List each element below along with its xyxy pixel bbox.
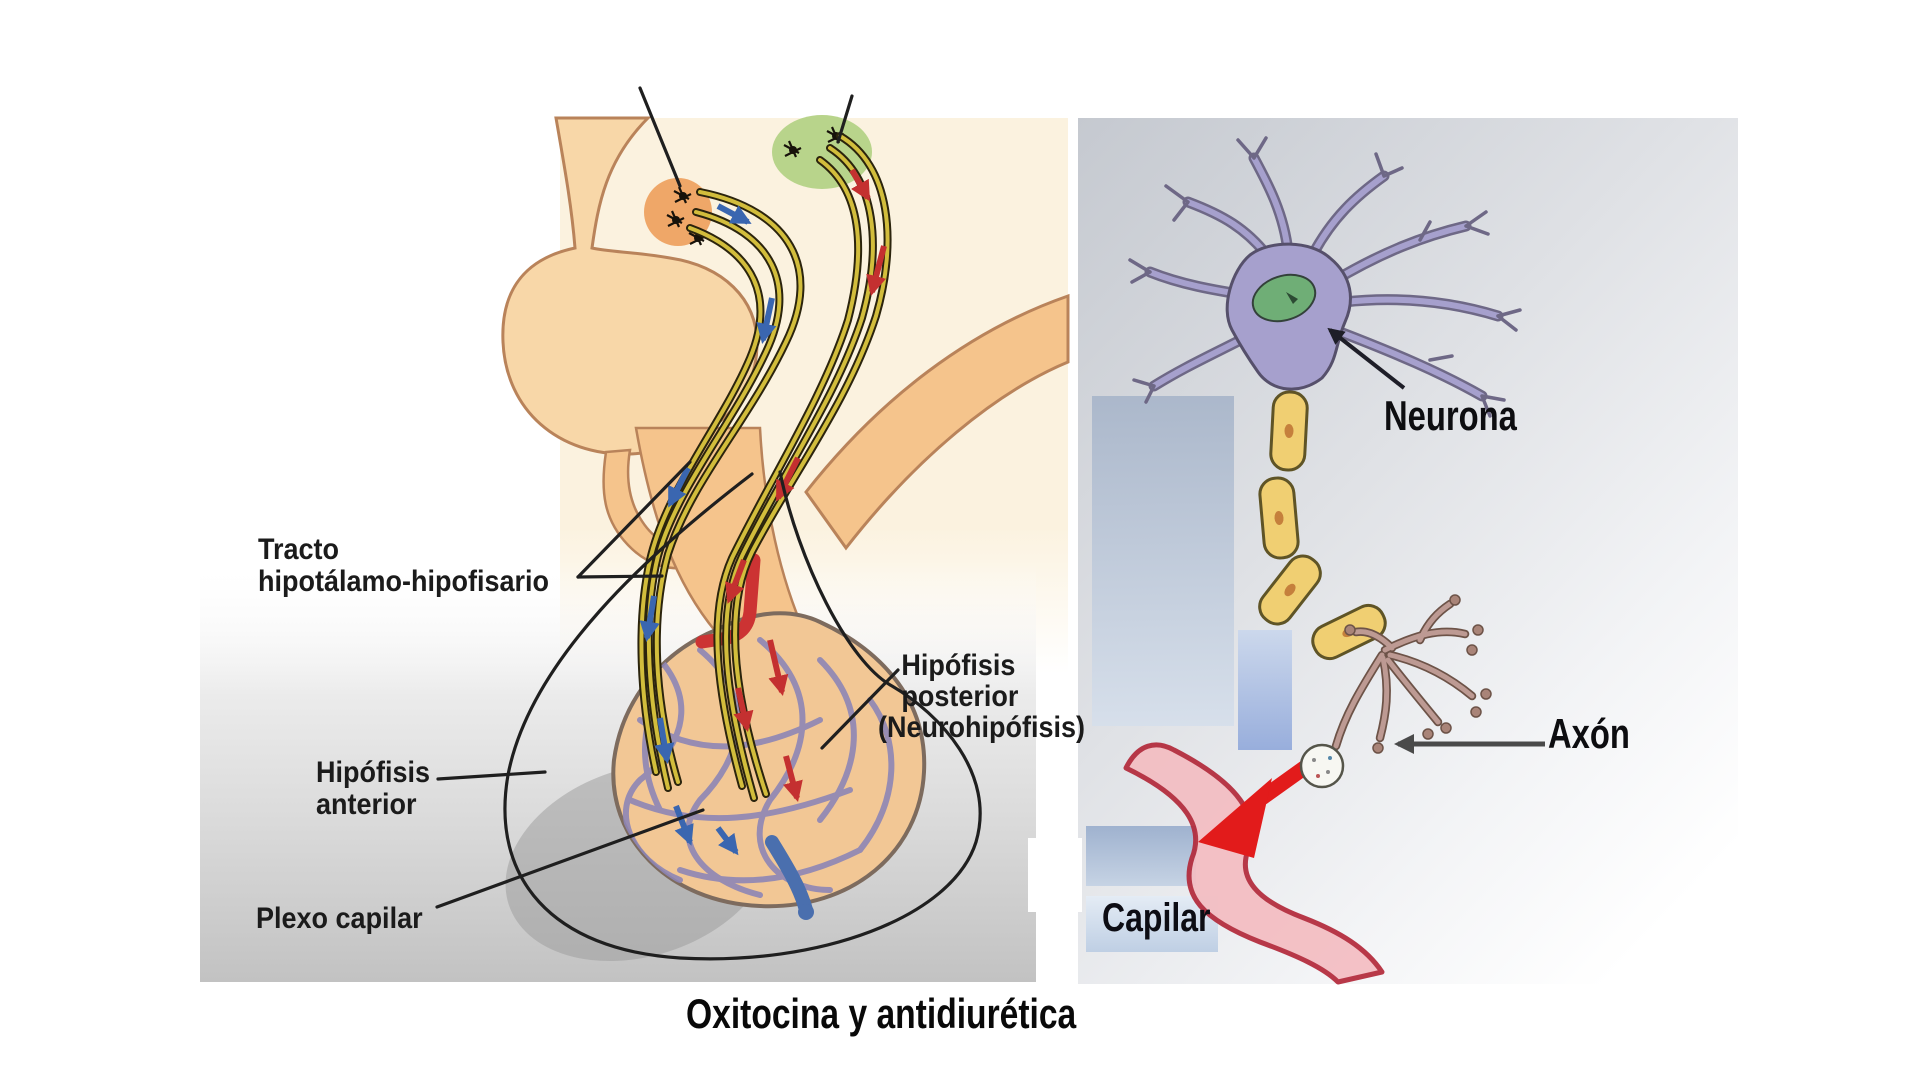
leader-anterior: [436, 770, 547, 781]
capillary-tube: [1123, 742, 1385, 985]
vein-tip: [798, 904, 814, 920]
leader-tract-lower: [576, 574, 664, 579]
axon-terminal: [1333, 601, 1475, 749]
fiber-tracts: [639, 134, 890, 800]
left-illustration: [200, 86, 1070, 982]
label-anterior-line2: anterior: [316, 788, 417, 821]
right-illustration: [1028, 118, 1738, 985]
label-tract-line2: hipotálamo-hipofisario: [258, 565, 550, 598]
leader-plexus: [435, 808, 705, 909]
supraoptic-nucleus: [772, 115, 872, 189]
label-tract: Tracto hipotálamo-hipofisario: [258, 534, 549, 598]
label-capillary: Capilar: [1102, 896, 1211, 940]
neuron-nucleus: [1251, 273, 1317, 323]
label-posterior-line2: posterior: [901, 680, 1019, 713]
label-neuron: Neurona: [1384, 392, 1517, 439]
synaptic-bulb: [1299, 743, 1345, 789]
label-axon: Axón: [1548, 710, 1630, 757]
vein-blue: [765, 835, 813, 917]
label-posterior-line1: Hipófisis: [901, 649, 1016, 682]
white-notch: [1028, 838, 1082, 912]
terminal-knobs: [1344, 594, 1492, 754]
label-anterior-line1: Hipófisis: [316, 756, 431, 789]
pointer-neurona: [1327, 327, 1406, 390]
adh-transport-arrows: [725, 168, 887, 802]
highlight-box-3: [1086, 826, 1196, 886]
sellar-band: [804, 293, 1070, 551]
nucleolus: [1286, 292, 1298, 304]
oxytocin-transport-arrows: [639, 203, 777, 856]
label-posterior-pituitary: Hipófisis posterior (Neurohipófisis): [878, 650, 1085, 743]
highlight-box-2: [1238, 630, 1292, 750]
leader-posterior: [820, 668, 900, 750]
caption: Oxitocina y antidiurética: [686, 990, 1077, 1037]
secretion-arrowhead: [1198, 778, 1272, 858]
label-anterior-pituitary: Hipófisis anterior: [316, 757, 430, 821]
anterior-loop: [503, 470, 982, 961]
capilar-label-box: [1086, 896, 1218, 952]
leader-lines: [435, 86, 982, 961]
label-posterior-line3: (Neurohipófisis): [878, 711, 1085, 744]
leader-supraoptic: [836, 94, 854, 144]
capillary-plexus: [622, 637, 895, 898]
leader-hypothalamus: [638, 86, 682, 188]
leader-tract-upper: [576, 460, 692, 579]
label-tract-line1: Tracto: [258, 533, 340, 566]
dendrite-twigs: [1128, 136, 1522, 418]
highlight-box-1: [1092, 396, 1234, 726]
label-capillary-plexus: Plexo capilar: [256, 902, 423, 935]
